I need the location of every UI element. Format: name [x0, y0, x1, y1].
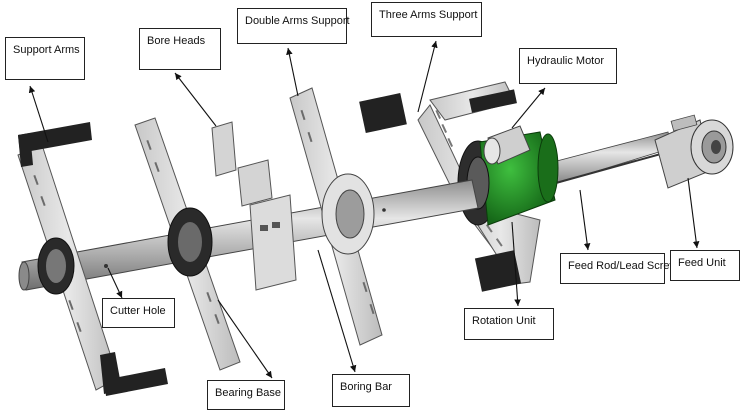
- bore-heads-label: Bore Heads: [139, 28, 221, 70]
- double-arms-support-arm: [289, 87, 383, 346]
- leader-three-arms: [417, 40, 438, 113]
- leader-support-arms: [28, 85, 49, 143]
- boring-bar-label: Boring Bar: [332, 374, 410, 407]
- three-arms-support-label: Three Arms Support: [371, 2, 482, 37]
- cutter-hole-mark: [104, 264, 108, 268]
- support-arms-label: Support Arms: [5, 37, 85, 80]
- leader-lines: [28, 40, 700, 379]
- leader-double-arms: [286, 47, 299, 97]
- feed-rod-lead-screw-label: Feed Rod/Lead Screw: [560, 253, 677, 284]
- hydraulic-motor-label: Hydraulic Motor: [519, 48, 617, 84]
- leader-feed-unit: [687, 177, 700, 249]
- feed-unit-label: Feed Unit: [670, 250, 740, 281]
- leader-bearing-base: [217, 299, 273, 379]
- leader-cutter-hole: [107, 267, 123, 299]
- leader-boring-bar: [317, 249, 357, 373]
- cutter-hole-label: Cutter Hole: [102, 298, 175, 328]
- bearing-base-arm: [134, 117, 241, 371]
- leader-hydraulic-motor: [511, 87, 546, 129]
- rotation-unit-label: Rotation Unit: [464, 308, 554, 340]
- feed-unit-assembly: [654, 114, 734, 189]
- leader-feed-rod: [579, 189, 591, 251]
- bore-heads-block: [211, 121, 297, 291]
- front-support-arm: [17, 122, 168, 396]
- hydraulic-motor: [483, 125, 531, 165]
- double-arms-support-label: Double Arms Support: [237, 8, 350, 44]
- bearing-base-label: Bearing Base: [207, 380, 285, 410]
- leader-rotation-unit: [511, 221, 521, 307]
- leader-bore-heads: [174, 72, 217, 127]
